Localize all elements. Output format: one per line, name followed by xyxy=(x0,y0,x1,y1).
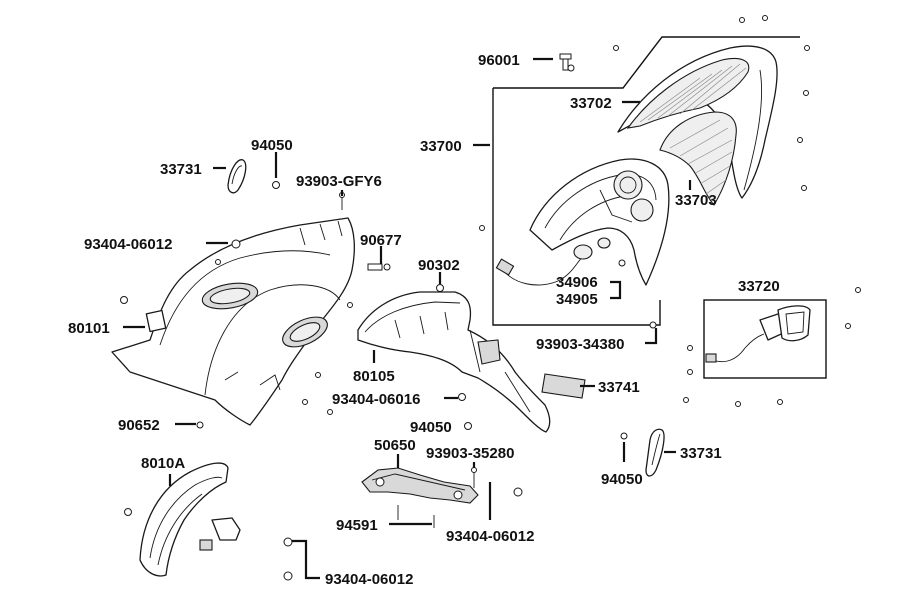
label-93404-06012-middle: 93404-06012 xyxy=(446,528,534,545)
label-93903-gfy6: 93903-GFY6 xyxy=(296,173,382,190)
label-93404-06016: 93404-06016 xyxy=(332,391,420,408)
rear-fender-part xyxy=(357,291,551,433)
label-80101: 80101 xyxy=(68,320,110,337)
front-fender-part xyxy=(139,462,241,577)
label-33741: 33741 xyxy=(598,379,640,396)
bulb-socket-wiring-part xyxy=(495,237,626,286)
reflector-right-part xyxy=(645,428,665,477)
label-93903-34380: 93903-34380 xyxy=(536,336,624,353)
fasteners xyxy=(120,15,861,581)
tail-light-housing-part xyxy=(529,158,670,286)
license-lamp-box xyxy=(703,299,827,379)
reflector-left-part xyxy=(227,159,247,194)
tail-lens-part xyxy=(659,111,737,206)
label-94050-lower: 94050 xyxy=(601,471,643,488)
bracket-part xyxy=(361,467,479,504)
label-93903-35280: 93903-35280 xyxy=(426,445,514,462)
label-33700: 33700 xyxy=(420,138,462,155)
label-94050-upper: 94050 xyxy=(251,137,293,154)
label-34906: 34906 xyxy=(556,274,598,291)
rear-cover-part xyxy=(617,45,778,199)
label-90652: 90652 xyxy=(118,417,160,434)
label-33731-upper: 33731 xyxy=(160,161,202,178)
label-94050-middle: 94050 xyxy=(410,419,452,436)
label-93404-06012-upper: 93404-06012 xyxy=(84,236,172,253)
label-90677: 90677 xyxy=(360,232,402,249)
label-33703: 33703 xyxy=(675,192,717,209)
label-80105: 80105 xyxy=(353,368,395,385)
label-96001: 96001 xyxy=(478,52,520,69)
label-93404-06012-lower: 93404-06012 xyxy=(325,571,413,588)
inner-fender-part xyxy=(111,217,355,426)
leader-lines xyxy=(123,57,692,580)
label-34905: 34905 xyxy=(556,291,598,308)
label-8010a: 8010A xyxy=(141,455,185,472)
label-94591: 94591 xyxy=(336,517,378,534)
label-90302: 90302 xyxy=(418,257,460,274)
label-33731-lower: 33731 xyxy=(680,445,722,462)
label-33702: 33702 xyxy=(570,95,612,112)
label-50650: 50650 xyxy=(374,437,416,454)
tail-light-assembly-box xyxy=(492,36,800,326)
plate-bracket-part xyxy=(541,373,586,399)
part-labels: 96001 33702 33700 33703 33731 94050 9390… xyxy=(68,52,780,588)
label-33720: 33720 xyxy=(738,278,780,295)
